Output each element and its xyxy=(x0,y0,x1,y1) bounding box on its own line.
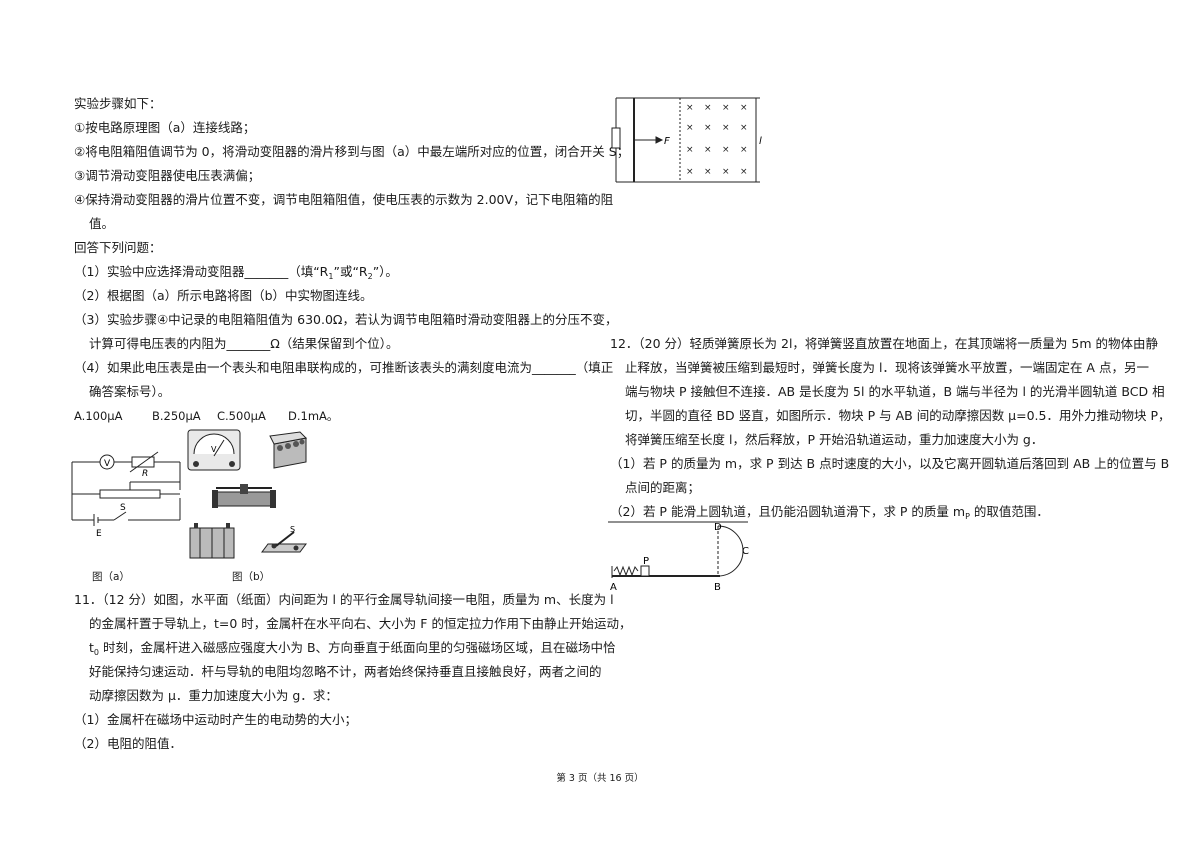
question-12-line1: 12．（20 分）轻质弹簧原长为 2l，将弹簧竖直放置在地面上，在其顶端将一质量… xyxy=(610,336,1159,351)
rheostat-icon xyxy=(212,484,276,508)
svg-text:×: × xyxy=(722,145,730,155)
track-figure: D C P A B xyxy=(608,521,749,593)
resistor-box-label: R xyxy=(142,469,148,479)
svg-text:×: × xyxy=(704,145,712,155)
svg-text:×: × xyxy=(740,123,748,133)
svg-text:×: × xyxy=(686,103,694,113)
answer-intro: 回答下列问题： xyxy=(74,240,162,255)
question-11-line5: 动摩擦因数为 μ．重力加速度大小为 g．求： xyxy=(89,688,338,703)
question-11-line3: t0 时刻，金属杆进入磁感应强度大小为 B、方向垂直于纸面向里的匀强磁场区域，且… xyxy=(89,640,616,657)
switch-s-label: S xyxy=(290,525,295,534)
question-12-line2: 止释放，当弹簧被压缩到最短时，弹簧长度为 l．现将该弹簧水平放置，一端固定在 A… xyxy=(625,360,1149,375)
option-b: B.250μA xyxy=(152,409,201,423)
field-crosses: × × × × × × × × × × × × × × × × xyxy=(686,103,748,177)
apparatus-photo-b: V S xyxy=(187,429,308,559)
question-12-line3: 端与物块 P 接触但不连接．AB 是长度为 5l 的水平轨道，B 端与半径为 l… xyxy=(625,384,1165,399)
force-label: F xyxy=(664,136,670,147)
question-4-line1: （4）如果此电压表是由一个表头和电阻串联构成的，可推断该表头的满刻度电流为___… xyxy=(74,360,614,375)
question-11-part2: （2）电阻的阻值． xyxy=(74,736,182,751)
point-d-label: D xyxy=(714,522,722,533)
page-number: 第 3 页（共 16 页） xyxy=(556,773,644,784)
question-3-line2: 计算可得电压表的内阻为_______Ω（结果保留到个位）。 xyxy=(89,336,399,351)
question-11-part1: （1）金属杆在磁场中运动时产生的电动势的大小； xyxy=(74,712,357,727)
voltmeter-label: V xyxy=(104,459,111,469)
svg-text:×: × xyxy=(686,167,694,177)
step-3: ③调节滑动变阻器使电压表满偏； xyxy=(74,168,261,183)
question-4-line2: 确答案标号）。 xyxy=(89,384,171,399)
point-c-label: C xyxy=(742,546,749,557)
question-12-line4: 切，半圆的直径 BD 竖直，如图所示．物块 P 与 AB 间的动摩擦因数 μ=0… xyxy=(625,408,1171,423)
svg-text:×: × xyxy=(704,123,712,133)
question-12-line5: 将弹簧压缩至长度 l，然后释放，P 开始沿轨道运动，重力加速度大小为 g． xyxy=(625,432,1044,447)
figure-a-caption: 图（a） xyxy=(92,571,130,583)
question-1: （1）实验中应选择滑动变阻器_______（填“R1”或“R2”）。 xyxy=(74,264,398,281)
svg-text:×: × xyxy=(686,123,694,133)
svg-text:×: × xyxy=(722,123,730,133)
step-2: ②将电阻箱阻值调节为 0，将滑动变阻器的滑片移到与图（a）中最左端所对应的位置，… xyxy=(74,144,630,159)
steps-intro: 实验步骤如下： xyxy=(74,96,162,111)
spacing-label: l xyxy=(759,136,762,147)
point-b-label: B xyxy=(714,582,721,593)
svg-text:×: × xyxy=(740,167,748,177)
question-11-line1: 11．（12 分）如图，水平面（纸面）内间距为 l 的平行金属导轨间接一电阻，质… xyxy=(74,592,614,607)
switch-label: S xyxy=(120,503,126,513)
step-4-line1: ④保持滑动变阻器的滑片位置不变，调节电阻箱阻值，使电压表的示数为 2.00V，记… xyxy=(74,192,614,207)
battery-label: E xyxy=(96,529,102,539)
svg-text:×: × xyxy=(722,167,730,177)
svg-text:×: × xyxy=(740,145,748,155)
battery-icon xyxy=(189,523,235,559)
svg-text:×: × xyxy=(704,167,712,177)
question-12-part1-line1: （1）若 P 的质量为 m，求 P 到达 B 点时速度的大小，以及它离开圆轨道后… xyxy=(610,456,1170,471)
question-11-line2: 的金属杆置于导轨上，t=0 时，金属杆在水平向右、大小为 F 的恒定拉力作用下由… xyxy=(89,616,632,631)
option-a: A.100μA xyxy=(74,409,123,423)
magnetic-field-figure: × × × × × × × × × × × × × × × × F l xyxy=(611,97,762,183)
step-1: ①按电路原理图（a）连接线路； xyxy=(74,120,256,135)
resistance-box-icon xyxy=(269,431,308,469)
figure-b-caption: 图（b） xyxy=(232,571,271,583)
svg-text:×: × xyxy=(704,103,712,113)
question-2: （2）根据图（a）所示电路将图（b）中实物图连线。 xyxy=(74,288,373,303)
switch-icon xyxy=(261,531,307,553)
point-a-label: A xyxy=(610,582,617,593)
option-d: D.1mA。 xyxy=(288,409,339,423)
step-4-line2: 值。 xyxy=(89,216,115,231)
question-11-line4: 好能保持匀速运动．杆与导轨的电阻均忽略不计，两者始终保持垂直且接触良好，两者之间… xyxy=(89,664,602,679)
circuit-diagram-a: V R E S xyxy=(71,451,181,539)
option-c: C.500μA xyxy=(217,409,266,423)
meter-v-label: V xyxy=(211,445,217,454)
svg-text:×: × xyxy=(686,145,694,155)
block-p-label: P xyxy=(643,556,649,567)
voltmeter-icon xyxy=(187,429,241,471)
question-12-part1-line2: 点间的距离； xyxy=(625,480,701,495)
svg-text:×: × xyxy=(740,103,748,113)
question-12-part2: （2）若 P 能滑上圆轨道，且仍能沿圆轨道滑下，求 P 的质量 mP 的取值范围… xyxy=(610,504,1049,521)
question-3-line1: （3）实验步骤④中记录的电阻箱阻值为 630.0Ω，若认为调节电阻箱时滑动变阻器… xyxy=(74,312,618,327)
svg-text:×: × xyxy=(722,103,730,113)
